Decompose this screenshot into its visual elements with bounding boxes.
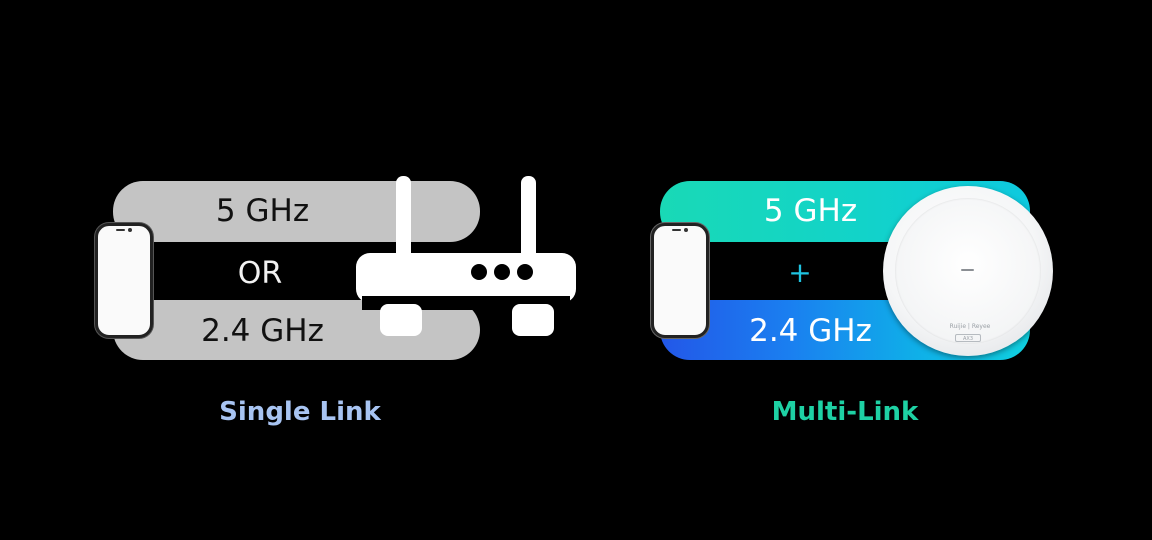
access-point-brand: Ruijie | Reyee [949, 323, 991, 330]
single-link-caption: Single Link [219, 397, 381, 427]
access-point-face [895, 198, 1041, 344]
multi-link-5ghz-label: 5 GHz [763, 193, 858, 229]
access-point-led [961, 269, 974, 271]
multi-link-2-4ghz-label: 2.4 GHz [749, 313, 872, 349]
single-link-5ghz-band [113, 181, 480, 242]
multi-link-plus-label: + [788, 256, 812, 289]
smartphone-icon [651, 223, 709, 338]
wifi-router-icon [356, 176, 578, 338]
single-link-5ghz-label: 5 GHz [215, 193, 310, 229]
multi-link-caption: Multi-Link [771, 397, 919, 427]
single-link-or-label: OR [237, 256, 283, 291]
single-link-2-4ghz-label: 2.4 GHz [201, 313, 324, 349]
access-point-model: AX3 [955, 334, 981, 342]
smartphone-icon [95, 223, 153, 338]
